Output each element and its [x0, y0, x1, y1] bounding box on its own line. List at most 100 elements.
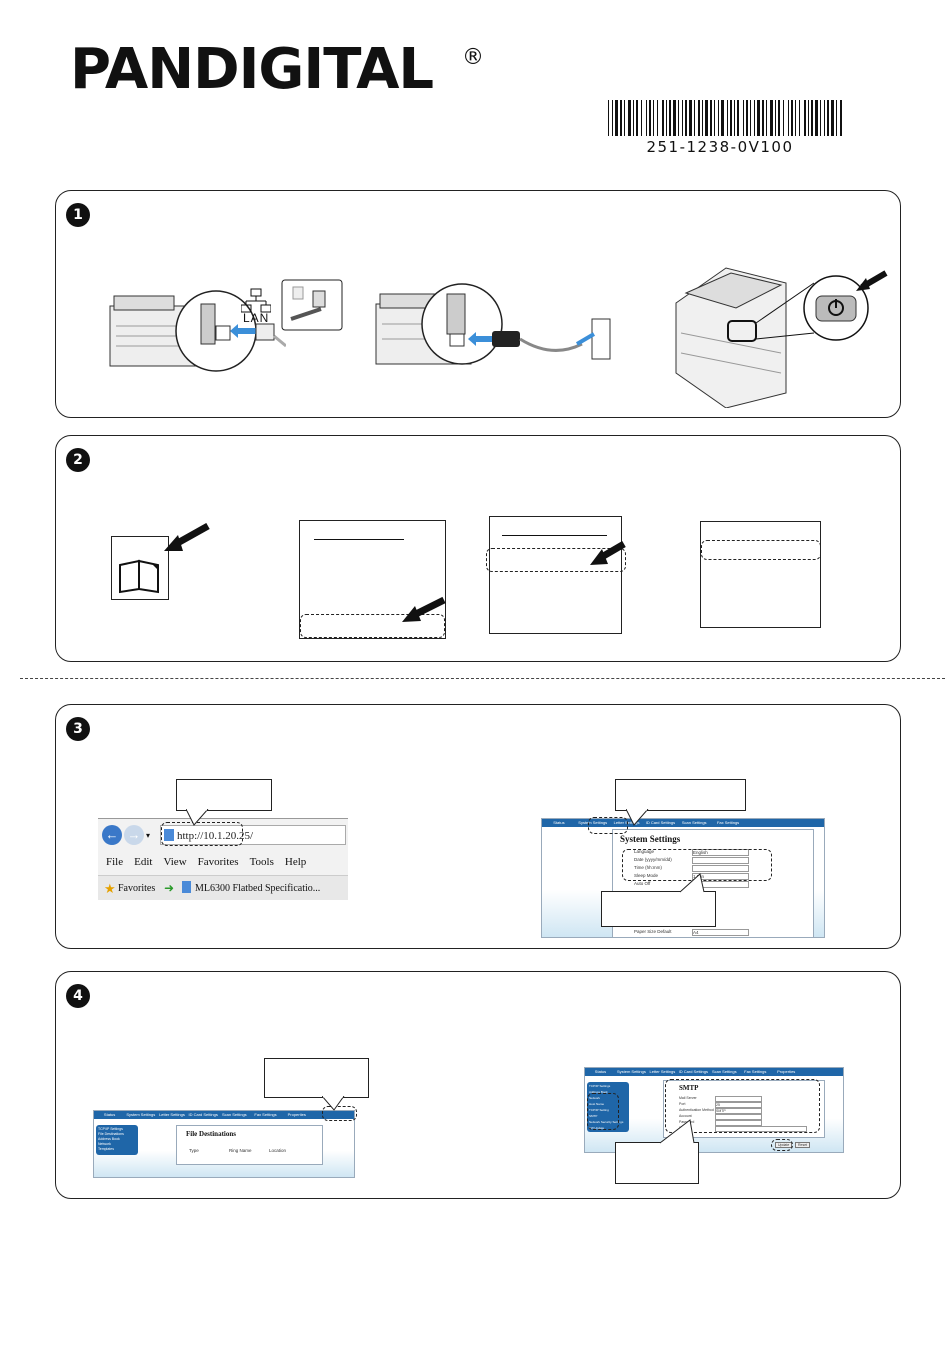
setting-value[interactable] — [692, 865, 749, 872]
barcode-bar — [678, 100, 679, 136]
nav-tab[interactable]: Properties — [287, 1112, 306, 1117]
barcode-bar — [783, 100, 784, 136]
sidebar-item[interactable]: TCP/IP Settings — [589, 1084, 611, 1088]
add-favorite-icon[interactable]: ➜ — [164, 881, 175, 895]
barcode-bar — [705, 100, 708, 136]
star-icon[interactable]: ★ — [104, 881, 116, 896]
barcode-bar — [815, 100, 818, 136]
sidebar-item[interactable]: File Destinations — [98, 1132, 124, 1136]
nav-tab[interactable]: Scan Settings — [711, 1069, 737, 1074]
barcode-bar — [778, 100, 780, 136]
barcode-bar — [727, 100, 728, 136]
nav-tab[interactable]: Letter Settings — [649, 1069, 676, 1074]
setting-label: Date (yyyy/mm/dd) — [634, 857, 672, 862]
barcode-bar — [808, 100, 809, 136]
sidebar-item[interactable]: TCP/IP Settings — [98, 1127, 123, 1131]
menu-item[interactable]: File — [106, 856, 124, 868]
barcode-bar — [662, 100, 664, 136]
setting-value[interactable]: A4 — [692, 929, 749, 936]
menu-item[interactable]: Favorites — [197, 856, 239, 868]
page-icon — [164, 829, 174, 841]
nav-tab[interactable]: Scan Settings — [222, 1112, 247, 1117]
nav-tab[interactable]: Status — [103, 1112, 116, 1117]
nav-tab[interactable]: Status — [594, 1069, 607, 1074]
sidebar-item[interactable]: SMTP — [589, 1114, 598, 1118]
sidebar-item[interactable]: Templates — [98, 1147, 114, 1151]
barcode-bar — [721, 100, 724, 136]
setting-label: Auto Off — [634, 881, 651, 886]
sidebar-item[interactable]: Network Security Settings — [589, 1120, 624, 1124]
setting-label: Sleep Mode — [634, 873, 659, 878]
barcode-bar — [746, 100, 748, 136]
registered-mark: ® — [462, 45, 484, 70]
barcode-bar — [714, 100, 715, 136]
setting-label: Language — [634, 849, 655, 854]
nav-tab[interactable]: ID Card Settings — [645, 820, 676, 825]
nav-tab[interactable]: Fax Settings — [254, 1112, 277, 1117]
favorites-label[interactable]: Favorites — [118, 883, 156, 894]
barcode-bar — [641, 100, 642, 136]
favorites-bar: ★ Favorites ➜ ML6300 Flatbed Specificati… — [98, 875, 348, 900]
smtp-label: Authentication Method — [679, 1108, 714, 1112]
sidebar-item[interactable]: Network — [98, 1142, 111, 1146]
sidebar-item[interactable]: FW Update — [589, 1126, 605, 1130]
barcode-bar — [775, 100, 776, 136]
printer-lan-illustration — [109, 290, 286, 372]
smtp-button[interactable]: Reset — [795, 1142, 811, 1148]
smtp-value[interactable] — [715, 1114, 762, 1120]
nav-tab[interactable]: Status — [553, 820, 565, 825]
sidebar-item[interactable]: Address Book — [589, 1090, 608, 1094]
barcode-bar — [636, 100, 638, 136]
barcode-bar — [612, 100, 613, 136]
nav-tab[interactable]: Properties — [777, 1069, 796, 1074]
menu-item[interactable]: Tools — [249, 856, 274, 868]
menu-item[interactable]: Edit — [134, 856, 153, 868]
barcode-bar — [615, 100, 618, 136]
smtp-value[interactable] — [715, 1096, 762, 1102]
document-number: 251-1238-0V100 — [646, 138, 794, 156]
page-icon — [182, 881, 191, 893]
nav-tab[interactable]: System Settings — [616, 1069, 646, 1074]
smtp-title: SMTP — [679, 1084, 699, 1092]
forward-icon[interactable]: → — [124, 825, 144, 845]
highlight-box — [322, 1106, 357, 1121]
sidebar-item[interactable]: Host Name — [589, 1102, 605, 1106]
sidebar-item[interactable]: Address Book — [98, 1137, 120, 1141]
smtp-value[interactable]: 25 — [715, 1102, 762, 1108]
dropdown-icon[interactable]: ▾ — [146, 831, 151, 840]
smtp-label: Port — [679, 1102, 686, 1106]
nav-tab[interactable]: System Settings — [126, 1112, 156, 1117]
setting-value[interactable] — [692, 857, 749, 864]
brand-logo-text: PANDIGITAL — [70, 37, 433, 102]
barcode-bar — [710, 100, 712, 136]
lcd-screen-3 — [700, 521, 821, 628]
column-header: Type — [189, 1148, 199, 1153]
smtp-value[interactable]: SMTP — [715, 1108, 762, 1114]
smtp-value[interactable] — [715, 1126, 807, 1132]
barcode-bar — [737, 100, 739, 136]
file-title: File Destinations — [186, 1130, 236, 1138]
nav-tab[interactable]: Fax Settings — [744, 1069, 767, 1074]
smtp-label: Mail Server — [679, 1096, 697, 1100]
menu-item[interactable]: Help — [284, 856, 307, 868]
menu-item[interactable]: View — [163, 856, 187, 868]
barcode-bar — [799, 100, 800, 136]
network-icon — [241, 288, 271, 313]
smtp-value[interactable] — [715, 1120, 762, 1126]
sidebar-item[interactable]: Network — [589, 1096, 601, 1100]
nav-tab[interactable]: Scan Settings — [681, 820, 707, 825]
nav-tab[interactable]: ID Card Settings — [188, 1112, 218, 1117]
sidebar-item[interactable]: TCP/IP Setting — [589, 1108, 609, 1112]
nav-tab[interactable]: ID Card Settings — [678, 1069, 709, 1074]
menu-bar: File Edit View Favorites Tools Help — [106, 856, 346, 868]
brand-logo: PANDIGITAL ® — [70, 32, 490, 102]
address-bar[interactable]: http://10.1.20.25/ — [160, 825, 346, 845]
back-icon[interactable]: ← — [102, 825, 122, 845]
nav-tab[interactable]: Fax Settings — [716, 820, 740, 825]
highlight-box — [588, 817, 628, 834]
nav-tab[interactable]: Letter Settings — [159, 1112, 185, 1117]
bookmark-link[interactable]: ML6300 Flatbed Specificatio... — [195, 883, 321, 894]
